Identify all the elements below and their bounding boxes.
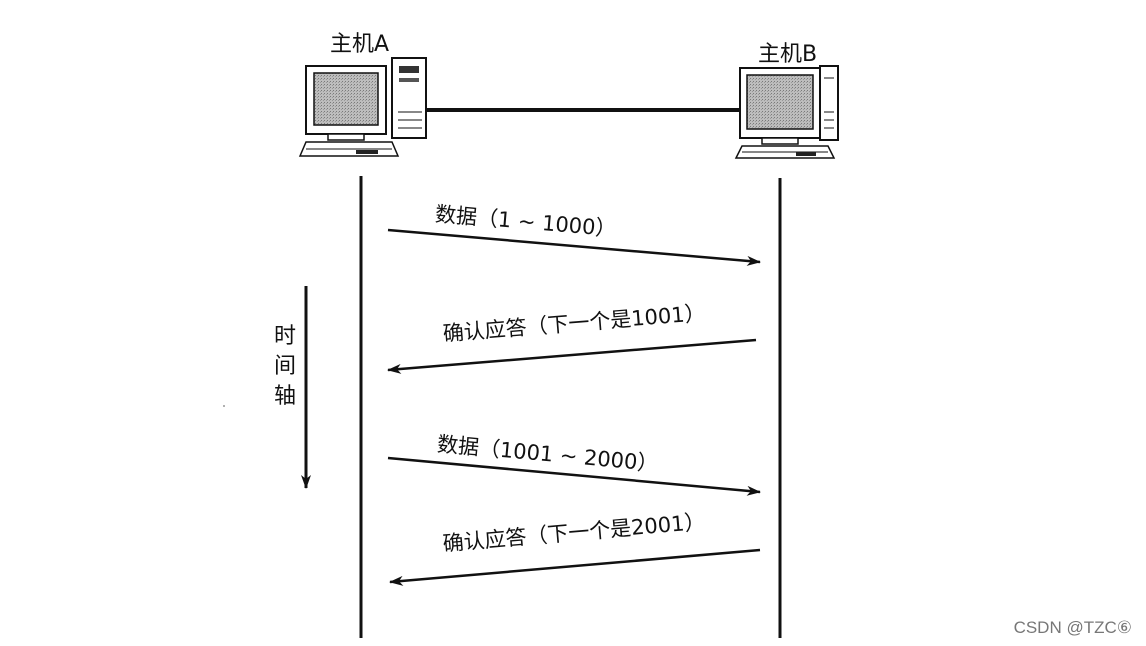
time-axis-label: 时 间 轴: [272, 322, 298, 412]
speck: [223, 405, 225, 407]
watermark: CSDN @TZC⑥: [1013, 618, 1132, 637]
host-a-label: 主机A: [330, 32, 390, 57]
message-arrow-3: [387, 456, 761, 496]
host-a-computer-icon: [298, 57, 427, 157]
time-axis-char: 时: [273, 324, 296, 349]
message-arrow-2: [387, 338, 757, 374]
host-b-computer-icon: [734, 65, 839, 159]
host-b-label: 主机B: [758, 42, 818, 67]
time-axis-char: 轴: [273, 384, 296, 409]
time-axis-char: 间: [273, 354, 296, 379]
message-arrow-1: [387, 228, 761, 266]
message-arrow-4: [389, 548, 761, 586]
